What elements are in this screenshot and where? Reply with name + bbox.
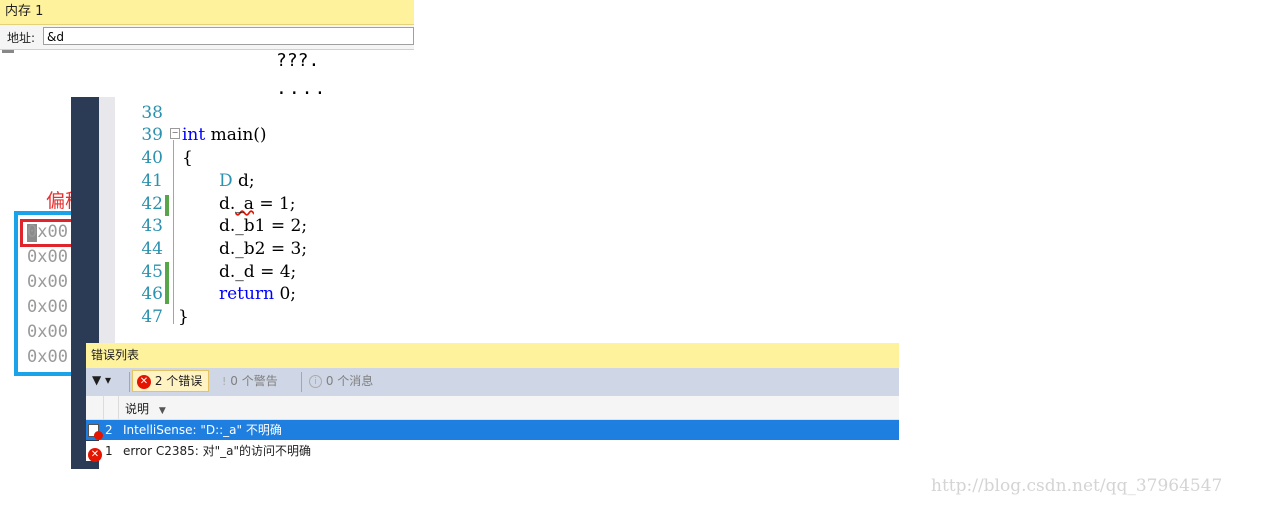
warning-icon: ! [222,375,227,388]
memory-address-bar: 地址: &d [0,25,414,50]
annotation-blue-box [14,211,84,376]
code-line-42: d._a = 1; [219,194,296,214]
scope-guide-line [173,140,174,324]
code-line-41: D d; [219,171,255,191]
code-text: d; [232,171,255,191]
line-number: 43 [141,216,163,236]
annotation-label: 偏移 [46,190,72,212]
toolbar-separator [129,372,130,392]
error-description: IntelliSense: "D::_a" 不明确 [123,423,282,437]
hex-value: 0x00 [27,347,68,367]
column-header-label: 说明 [125,402,150,416]
error-number: 2 [105,423,113,437]
change-marker [165,195,169,216]
code-line-44: d._b2 = 3; [219,239,308,259]
warnings-filter-label: 0 个警告 [230,374,278,388]
line-number: 38 [141,103,163,123]
errors-filter-button[interactable]: ✕ 2 个错误 [132,370,209,392]
hex-value: 0x00 [27,322,68,342]
warnings-filter-button[interactable]: ! 0 个警告 [222,370,278,393]
messages-filter-label: 0 个消息 [325,374,374,388]
memory-text-line-1: ???. [276,50,320,71]
hex-value: 0x00 [27,297,68,317]
code-line-43: d._b1 = 2; [219,216,308,236]
line-number: 39 [141,125,163,145]
line-number: 42 [141,194,163,214]
memory-window-title: 内存 1 [0,0,414,25]
error-row[interactable]: ✕ 1 error C2385: 对"_a"的访问不明确 [86,441,899,464]
code-line-47: } [178,307,189,327]
code-editor[interactable] [115,97,899,344]
hex-value: 0x00 [27,272,68,292]
error-description: error C2385: 对"_a"的访问不明确 [123,444,312,458]
memory-text-line-2: .... [276,78,328,99]
code-text: = 1; [253,194,296,214]
collapse-toggle-icon[interactable]: − [170,128,180,139]
keyword: return [219,284,275,304]
memory-resize-grip[interactable] [2,50,14,53]
line-number: 40 [141,148,163,168]
column-separator[interactable] [103,396,104,420]
watermark: http://blog.csdn.net/qq_37964547 [931,476,1223,496]
line-number: 41 [141,171,163,191]
address-label: 地址: [7,31,36,45]
column-separator[interactable] [118,396,119,420]
error-squiggle[interactable]: _a [235,194,254,214]
annotation-red-box [20,219,80,247]
error-list-title: 错误列表 [86,343,899,368]
filter-dropdown-button[interactable]: ▼ ▾ [92,373,112,387]
info-icon: i [309,375,322,388]
editor-gutter [99,97,115,344]
sort-arrow-icon: ▼ [158,406,166,416]
code-text: 0; [274,284,296,304]
code-text: d. [219,194,236,214]
toolbar-separator [301,372,302,392]
line-number: 44 [141,239,163,259]
error-icon: ✕ [137,374,151,389]
change-marker [165,262,169,304]
error-row[interactable]: 2 IntelliSense: "D::_a" 不明确 [86,420,899,440]
code-line-46: return 0; [219,284,296,304]
hex-value: 0x00 [27,247,68,267]
errors-filter-label: 2 个错误 [154,374,203,388]
address-input[interactable]: &d [43,27,414,45]
messages-filter-button[interactable]: i 0 个消息 [309,370,373,392]
error-number: 1 [105,444,113,458]
code-line-40: { [182,148,193,168]
code-text: main() [205,125,267,145]
line-number: 47 [141,307,163,327]
code-line-45: d._d = 4; [219,262,297,282]
hex-value: 0x00 [27,222,68,242]
hex-cursor [27,224,37,242]
column-header-description[interactable]: 说明 ▼ [125,400,166,417]
line-number: 46 [141,284,163,304]
code-line-39: int main() [182,125,267,145]
keyword: int [182,125,206,145]
error-icon: ✕ [88,444,102,464]
intellisense-error-icon [88,423,103,443]
error-list-header [86,396,899,420]
error-list-toolbar [86,368,899,396]
type-name: D [219,171,233,191]
line-number: 45 [141,262,163,282]
